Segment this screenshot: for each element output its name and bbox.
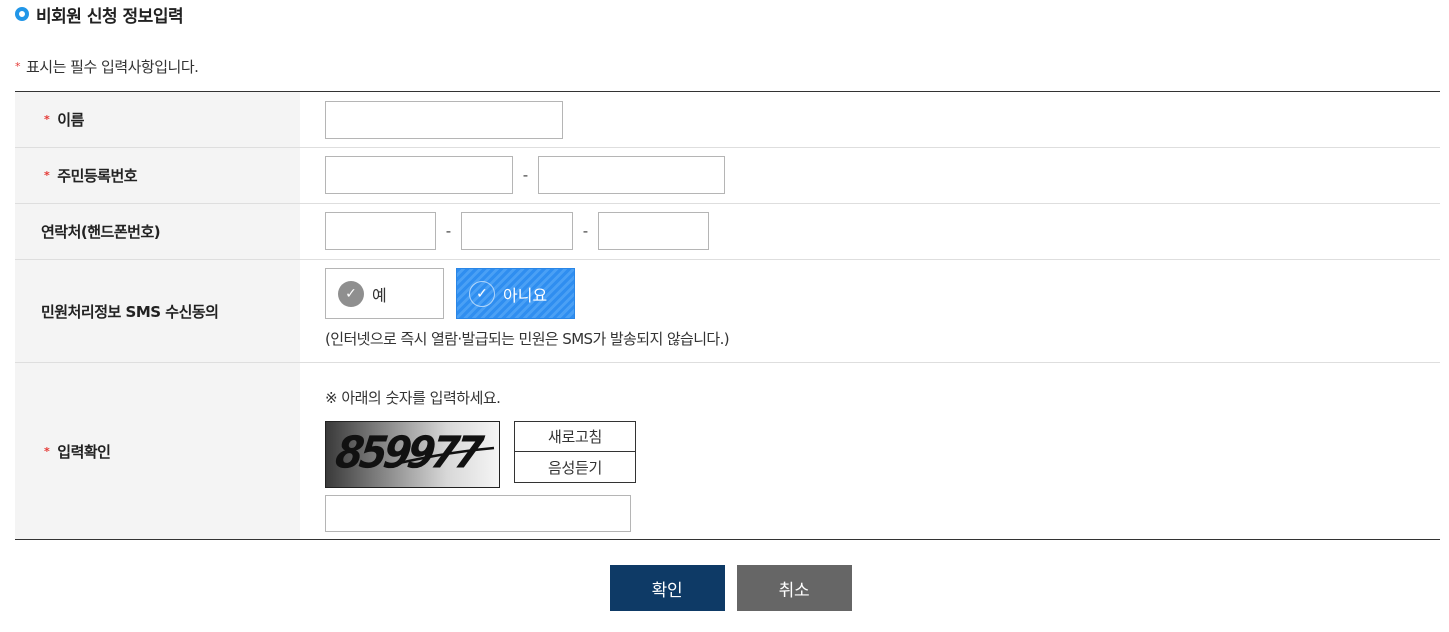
row-jumin: * 주민등록번호 - <box>15 148 1440 204</box>
captcha-guide: ※ 아래의 숫자를 입력하세요. <box>325 389 501 407</box>
name-input[interactable] <box>325 101 563 139</box>
section-title-text: 비회원 신청 정보입력 <box>36 6 184 27</box>
label-jumin: 주민등록번호 <box>57 167 138 185</box>
jumin-separator: - <box>522 166 529 184</box>
applicant-form: * 이름 * 주민등록번호 - 연락처(핸드폰번호) - - <box>15 91 1440 540</box>
phone-part3-input[interactable] <box>598 212 709 250</box>
value-cell-sms: ✓ 예 ✓ 아니요 (인터넷으로 즉시 열람·발급되는 민원은 SMS가 발송되… <box>300 260 1440 362</box>
asterisk-icon: * <box>44 444 50 458</box>
label-cell-jumin: * 주민등록번호 <box>15 148 300 203</box>
value-cell-jumin: - <box>300 148 1440 203</box>
required-notice-text: 표시는 필수 입력사항입니다. <box>26 57 199 76</box>
value-cell-phone: - - <box>300 204 1440 259</box>
asterisk-icon: * <box>15 59 21 73</box>
phone-separator-1: - <box>445 222 452 240</box>
captcha-noise-line <box>385 446 495 468</box>
cancel-button[interactable]: 취소 <box>736 565 852 611</box>
phone-separator-2: - <box>582 222 589 240</box>
form-actions: 확인 취소 <box>0 565 1449 611</box>
value-cell-name <box>300 92 1440 147</box>
captcha-image: 859977 <box>325 421 500 488</box>
row-phone: 연락처(핸드폰번호) - - <box>15 204 1440 260</box>
label-cell-name: * 이름 <box>15 92 300 147</box>
label-phone: 연락처(핸드폰번호) <box>41 223 161 241</box>
jumin-front-input[interactable] <box>325 156 513 194</box>
label-sms: 민원처리정보 SMS 수신동의 <box>41 302 219 321</box>
label-cell-phone: 연락처(핸드폰번호) <box>15 204 300 259</box>
asterisk-icon: * <box>44 113 50 126</box>
label-name: 이름 <box>57 111 84 129</box>
jumin-back-input[interactable] <box>538 156 725 194</box>
phone-part2-input[interactable] <box>461 212 573 250</box>
check-circle-icon: ✓ <box>469 280 495 307</box>
captcha-buttons: 새로고침 음성듣기 <box>514 421 636 483</box>
label-captcha: 입력확인 <box>57 442 111 461</box>
sms-note: (인터넷으로 즉시 열람·발급되는 민원은 SMS가 발송되지 않습니다.) <box>325 330 730 348</box>
value-cell-captcha: ※ 아래의 숫자를 입력하세요. 859977 새로고침 음성듣기 <box>300 363 1440 539</box>
row-name: * 이름 <box>15 92 1440 148</box>
confirm-button[interactable]: 확인 <box>609 565 725 611</box>
sms-no-label: 아니요 <box>503 285 548 305</box>
sms-no-option[interactable]: ✓ 아니요 <box>456 268 575 319</box>
section-title: 비회원 신청 정보입력 <box>15 3 184 27</box>
label-cell-captcha: * 입력확인 <box>15 363 300 539</box>
ring-icon <box>15 7 29 21</box>
captcha-row: 859977 새로고침 음성듣기 <box>325 421 1440 488</box>
row-sms-consent: 민원처리정보 SMS 수신동의 ✓ 예 ✓ 아니요 (인터넷으로 즉시 열람·발… <box>15 260 1440 363</box>
row-captcha: * 입력확인 ※ 아래의 숫자를 입력하세요. 859977 새로고침 음성듣기 <box>15 363 1440 539</box>
sms-yes-label: 예 <box>372 285 387 305</box>
sms-options: ✓ 예 ✓ 아니요 <box>325 268 1440 319</box>
label-cell-sms: 민원처리정보 SMS 수신동의 <box>15 260 300 362</box>
required-notice: * 표시는 필수 입력사항입니다. <box>15 56 199 76</box>
phone-part1-input[interactable] <box>325 212 436 250</box>
captcha-refresh-button[interactable]: 새로고침 <box>514 421 636 452</box>
captcha-audio-button[interactable]: 음성듣기 <box>514 452 636 483</box>
captcha-input[interactable] <box>325 495 631 532</box>
asterisk-icon: * <box>44 169 50 182</box>
check-circle-icon: ✓ <box>338 280 364 307</box>
sms-yes-option[interactable]: ✓ 예 <box>325 268 444 319</box>
